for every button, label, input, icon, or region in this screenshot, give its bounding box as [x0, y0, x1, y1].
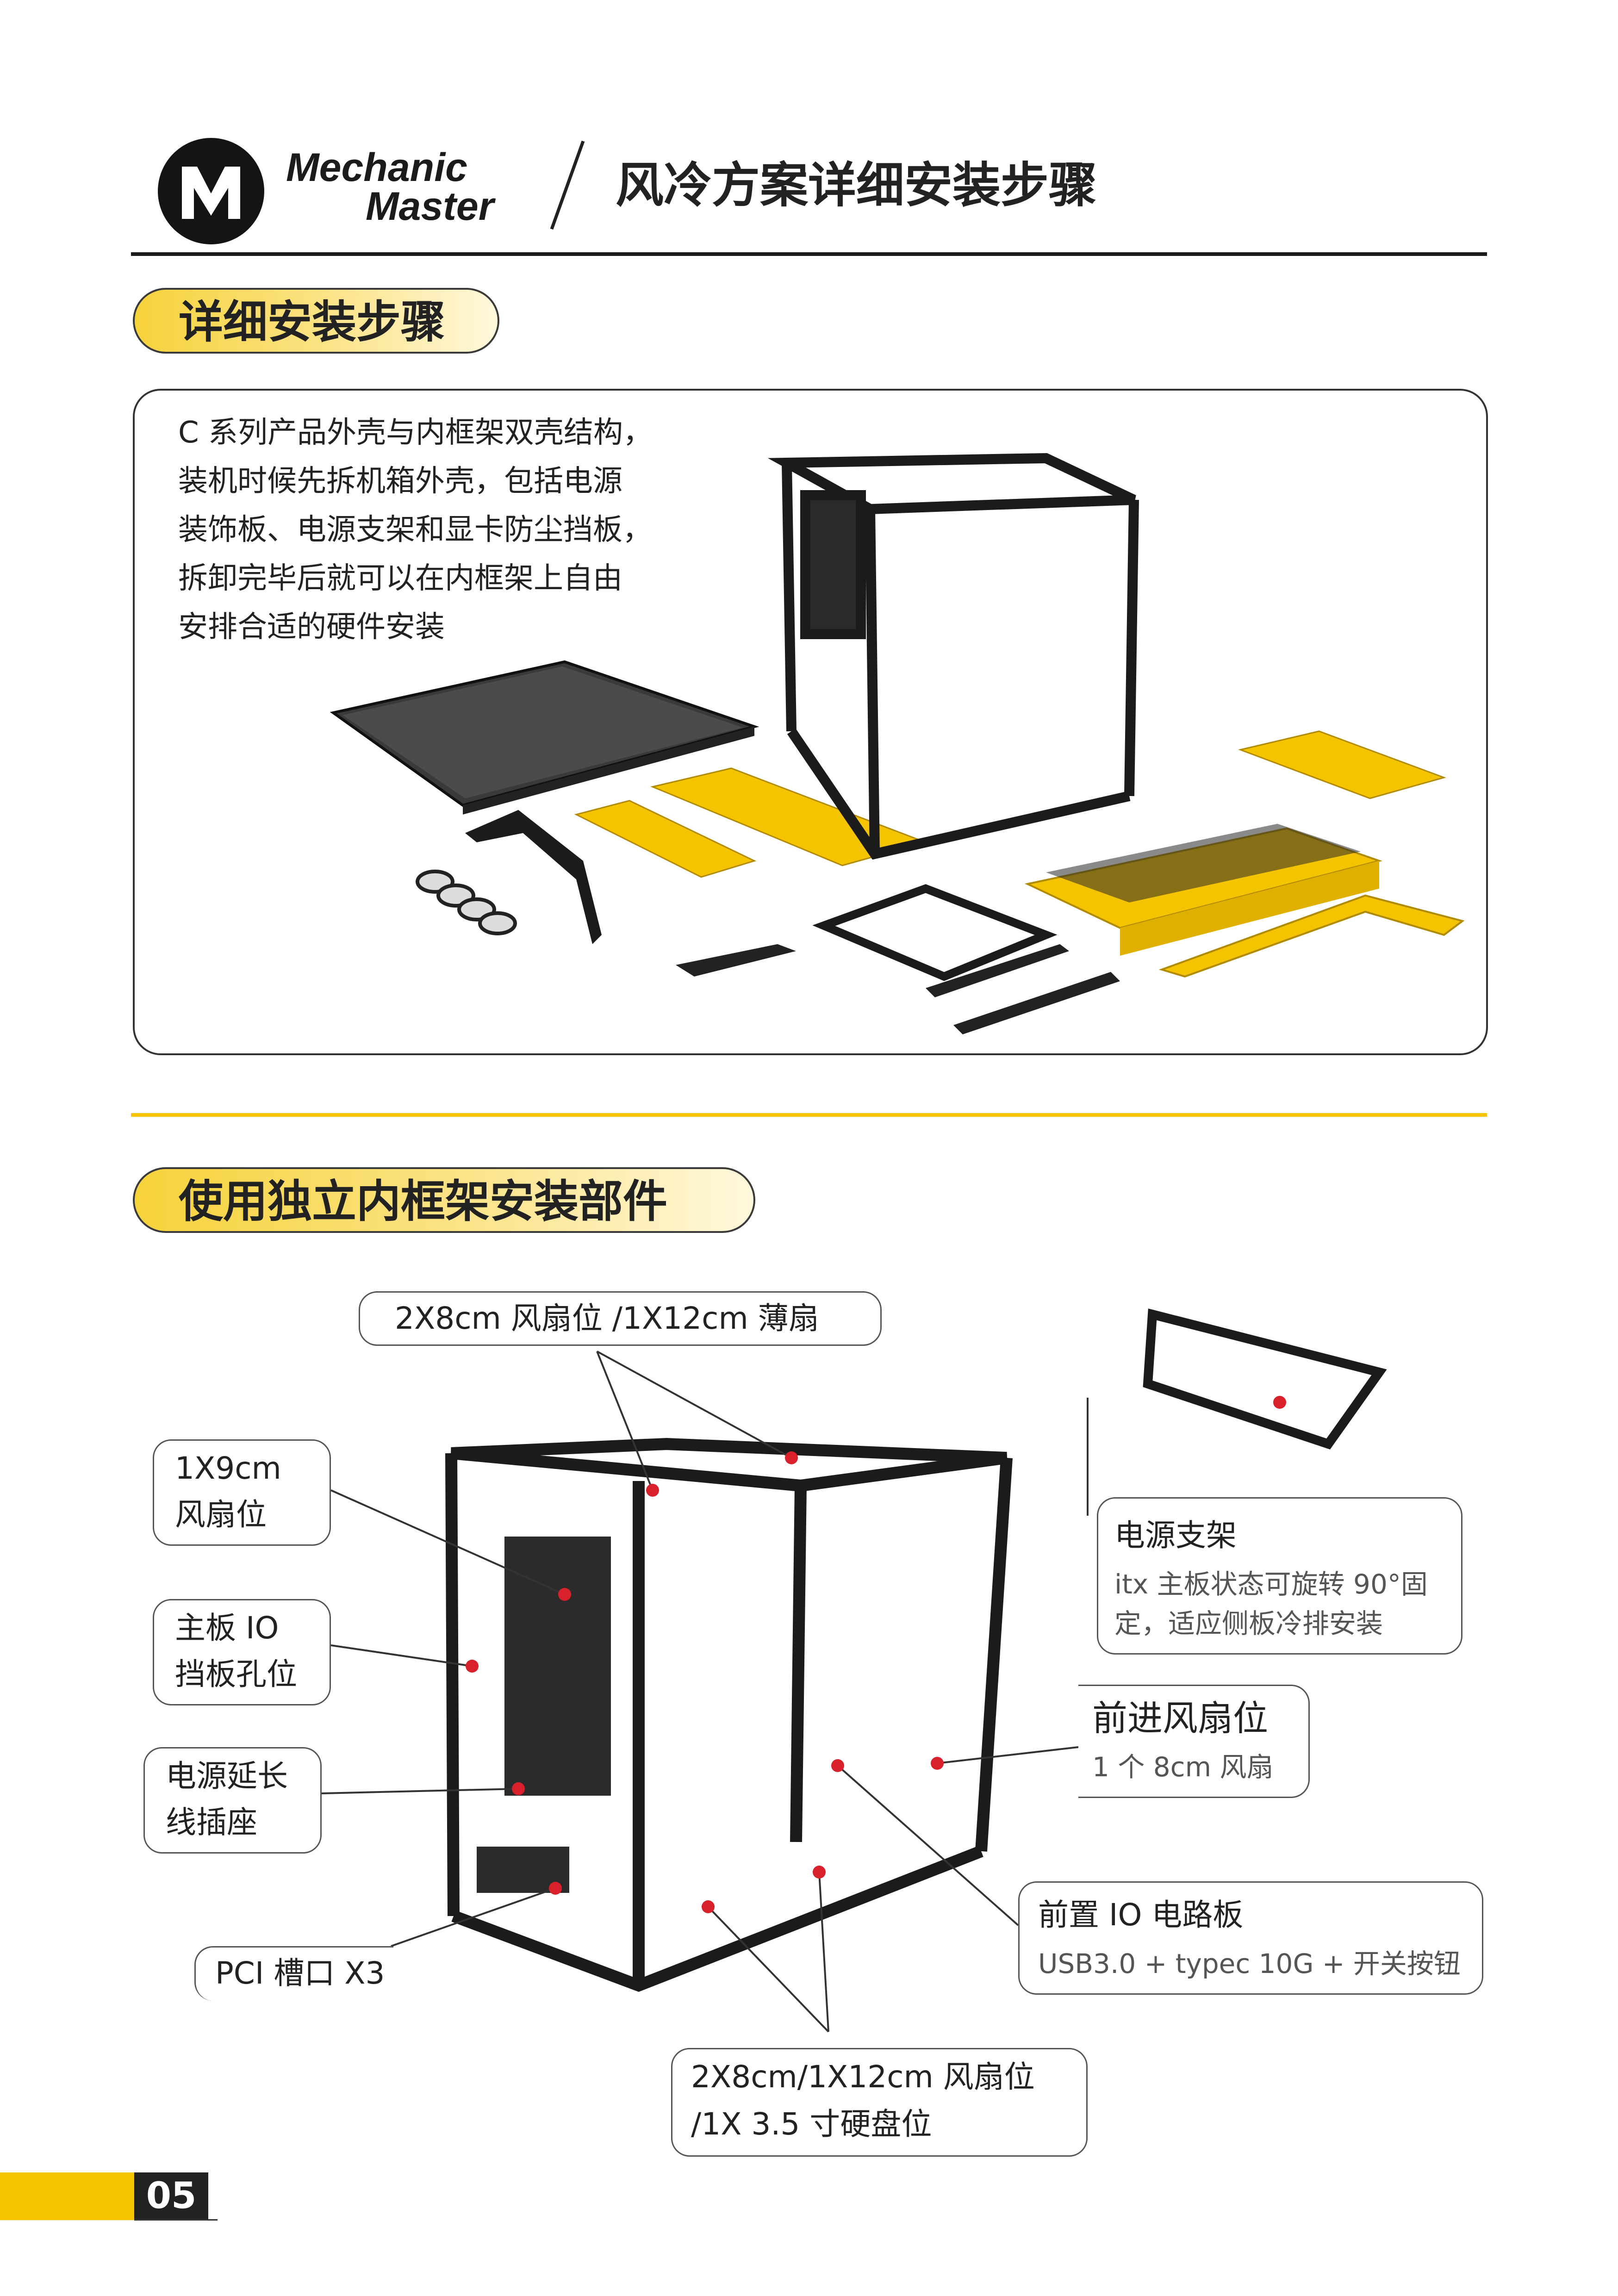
callout-9cm-fan: 1X9cm 风扇位	[153, 1439, 331, 1546]
callout-psu-extension-line1: 电源延长	[166, 1758, 288, 1794]
brand-name-line1: Mechanic	[286, 145, 467, 190]
callout-front-fan-title: 前进风扇位	[1092, 1698, 1268, 1739]
callout-pci-slots-label: PCI 槽口 X3	[215, 1955, 385, 1991]
callout-psu-bracket: 电源支架 itx 主板状态可旋转 90°固 定，适应侧板冷排安装	[1097, 1497, 1462, 1655]
section-heading-inner-frame: 使用独立内框架安装部件	[133, 1167, 755, 1233]
callout-io-shield-line1: 主板 IO	[175, 1610, 279, 1646]
exploded-case-illustration	[330, 453, 1465, 1034]
callout-psu-bracket-desc1: itx 主板状态可旋转 90°固	[1114, 1568, 1428, 1600]
inner-frame-diagram	[321, 1308, 1387, 2033]
io-cover-bracket	[676, 944, 796, 977]
intro-panel	[133, 389, 1488, 1055]
yellow-psu-cover	[1024, 824, 1382, 956]
callout-9cm-fan-line1: 1X9cm	[175, 1450, 281, 1486]
callout-front-io-desc: USB3.0 + typec 10G + 开关按钮	[1038, 1948, 1461, 1979]
yellow-long-bracket	[1158, 894, 1465, 978]
logo-m-mark	[182, 166, 240, 219]
callout-io-shield-line2: 挡板孔位	[175, 1656, 297, 1692]
callout-top-fan: 2X8cm 风扇位 /1X12cm 薄扇	[359, 1291, 882, 1346]
section-heading-install-steps: 详细安装步骤	[133, 288, 499, 354]
intro-text-line: 装机时候先拆机箱外壳，包括电源	[178, 464, 622, 498]
yellow-top-panel	[1238, 730, 1446, 799]
callout-bottom-fan-line2: /1X 3.5 寸硬盘位	[691, 2106, 932, 2142]
callout-front-fan: 前进风扇位 1 个 8cm 风扇	[1078, 1685, 1310, 1798]
intro-text-line: 拆卸完毕后就可以在内框架上自由	[178, 561, 622, 596]
intro-text-line: 装饰板、电源支架和显卡防尘挡板，	[178, 513, 652, 547]
callout-front-io-title: 前置 IO 电路板	[1038, 1897, 1244, 1933]
footer-underline	[134, 2219, 218, 2221]
pci-slot-cover	[953, 972, 1120, 1034]
callout-pci-slots: PCI 槽口 X3	[194, 1946, 393, 2001]
section-divider	[131, 1113, 1487, 1117]
glass-side-panel	[330, 660, 759, 815]
psu-bracket-part	[812, 884, 1058, 981]
callout-top-fan-label: 2X8cm 风扇位 /1X12cm 薄扇	[395, 1300, 819, 1336]
callout-front-fan-desc: 1 个 8cm 风扇	[1092, 1751, 1274, 1783]
callout-9cm-fan-line2: 风扇位	[175, 1497, 267, 1532]
psu-bracket-photo	[1143, 1308, 1387, 1450]
brand-logo	[158, 138, 264, 244]
pci-slot-cover	[926, 944, 1069, 997]
footer-accent-bar	[0, 2172, 134, 2220]
page-title: 风冷方案详细安装步骤	[616, 157, 1097, 213]
inner-frame-exploded	[767, 453, 1139, 860]
callout-psu-extension-line2: 线插座	[166, 1804, 257, 1840]
io-mesh-panel	[504, 1537, 611, 1796]
inner-frame-photo	[445, 1437, 1013, 1992]
marker-dots	[466, 1396, 1286, 1913]
callout-psu-bracket-desc2: 定，适应侧板冷排安装	[1114, 1608, 1383, 1639]
callout-io-shield: 主板 IO 挡板孔位	[153, 1599, 331, 1705]
callout-front-io: 前置 IO 电路板 USB3.0 + typec 10G + 开关按钮	[1018, 1881, 1483, 1995]
callout-bottom-fan-line1: 2X8cm/1X12cm 风扇位	[691, 2059, 1035, 2095]
header-divider-slash	[550, 140, 585, 230]
brand-name-line2: Master	[366, 184, 494, 229]
yellow-strip-panel	[574, 800, 757, 878]
intro-text-line: 安排合适的硬件安装	[178, 610, 445, 644]
case-feet	[416, 870, 517, 935]
callout-bottom-fan: 2X8cm/1X12cm 风扇位 /1X 3.5 寸硬盘位	[671, 2048, 1088, 2157]
callout-psu-extension: 电源延长 线插座	[143, 1747, 322, 1854]
intro-text-line: C 系列产品外壳与内框架双壳结构，	[178, 416, 653, 450]
page-number: 05	[134, 2172, 208, 2220]
callout-psu-bracket-title: 电源支架	[1114, 1518, 1237, 1553]
header-divider	[131, 252, 1487, 256]
leader-lines	[321, 1350, 1089, 2033]
gpu-support-bracket	[465, 810, 602, 944]
